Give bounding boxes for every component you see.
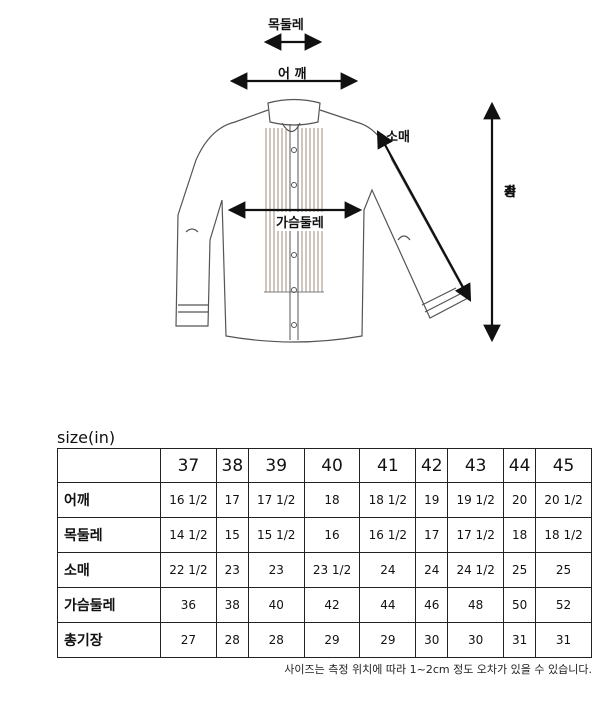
table-cell: 23 [215,552,249,588]
table-cell: 17 [415,517,449,553]
table-cell: 46 [415,587,449,623]
row-label: 소매 [57,552,161,588]
table-cell: 29 [303,622,361,658]
table-cell: 18 [503,517,537,553]
shirt-placket [289,124,299,340]
table-cell: 44 [359,587,417,623]
table-cell: 16 1/2 [160,482,217,518]
table-cell: 48 [447,587,505,623]
row-label: 가슴둘레 [57,587,161,623]
table-row: 어깨 16 1/2 17 17 1/2 18 18 1/2 19 19 1/2 … [57,482,592,518]
table-cell: 42 [303,587,361,623]
table-row: 소매 22 1/2 23 23 23 1/2 24 24 24 1/2 25 2… [57,552,592,588]
size-header: 39 [247,448,305,483]
size-header: 40 [303,448,361,483]
table-cell: 16 1/2 [359,517,417,553]
table-cell: 25 [535,552,592,588]
row-label: 총기장 [57,622,161,658]
table-cell: 36 [160,587,217,623]
table-cell: 30 [447,622,505,658]
chest-label: 가슴둘레 [276,212,324,231]
size-table: 37 38 39 40 41 42 43 44 45 어깨 16 1/2 17 … [57,448,592,658]
measurement-note: 사이즈는 측정 위치에 따라 1~2cm 정도 오차가 있을 수 있습니다. [284,663,592,676]
table-cell: 19 1/2 [447,482,505,518]
length-label-char: 총 [504,185,516,200]
table-cell: 23 [247,552,305,588]
table-cell: 18 [303,482,361,518]
neck-label: 목둘레 [268,18,304,33]
table-cell: 15 [215,517,249,553]
table-cell: 23 1/2 [303,552,361,588]
sleeve-arrow [376,130,472,302]
length-label-char: 기 [504,185,516,200]
table-cell: 20 [503,482,537,518]
size-header: 43 [447,448,505,483]
table-cell: 24 [359,552,417,588]
table-cell: 27 [160,622,217,658]
table-cell: 28 [215,622,249,658]
size-header: 37 [160,448,217,483]
table-corner-cell [57,448,161,483]
shirt-illustration [175,33,501,343]
table-cell: 17 [215,482,249,518]
table-row: 총기장 27 28 28 29 29 30 30 31 31 [57,622,592,658]
table-cell: 19 [415,482,449,518]
table-cell: 50 [503,587,537,623]
table-cell: 17 1/2 [247,482,305,518]
table-cell: 22 1/2 [160,552,217,588]
shirt-diagram: 목둘레 어 깨 소매 가슴둘레 총 기 장 [175,18,516,343]
table-cell: 20 1/2 [535,482,592,518]
length-label-char: 장 [504,185,516,200]
table-cell: 15 1/2 [247,517,305,553]
table-cell: 52 [535,587,592,623]
row-label: 어깨 [57,482,161,518]
table-cell: 25 [503,552,537,588]
table-cell: 17 1/2 [447,517,505,553]
table-cell: 29 [359,622,417,658]
table-header-row: 37 38 39 40 41 42 43 44 45 [57,448,592,483]
shoulder-label: 어 깨 [278,67,307,82]
size-header: 41 [359,448,417,483]
table-cell: 14 1/2 [160,517,217,553]
size-unit-label: size(in) [57,428,116,447]
row-label: 목둘레 [57,517,161,553]
sleeve-label: 소매 [386,130,410,145]
table-cell: 24 1/2 [447,552,505,588]
size-header: 45 [535,448,592,483]
table-cell: 38 [215,587,249,623]
size-header: 44 [503,448,537,483]
table-cell: 18 1/2 [359,482,417,518]
table-row: 가슴둘레 36 38 40 42 44 46 48 50 52 [57,587,592,623]
table-cell: 31 [503,622,537,658]
size-header: 38 [215,448,249,483]
table-cell: 18 1/2 [535,517,592,553]
table-cell: 40 [247,587,305,623]
table-cell: 16 [303,517,361,553]
table-cell: 28 [247,622,305,658]
size-header: 42 [415,448,449,483]
table-cell: 30 [415,622,449,658]
table-cell: 31 [535,622,592,658]
table-cell: 24 [415,552,449,588]
table-row: 목둘레 14 1/2 15 15 1/2 16 16 1/2 17 17 1/2… [57,517,592,553]
